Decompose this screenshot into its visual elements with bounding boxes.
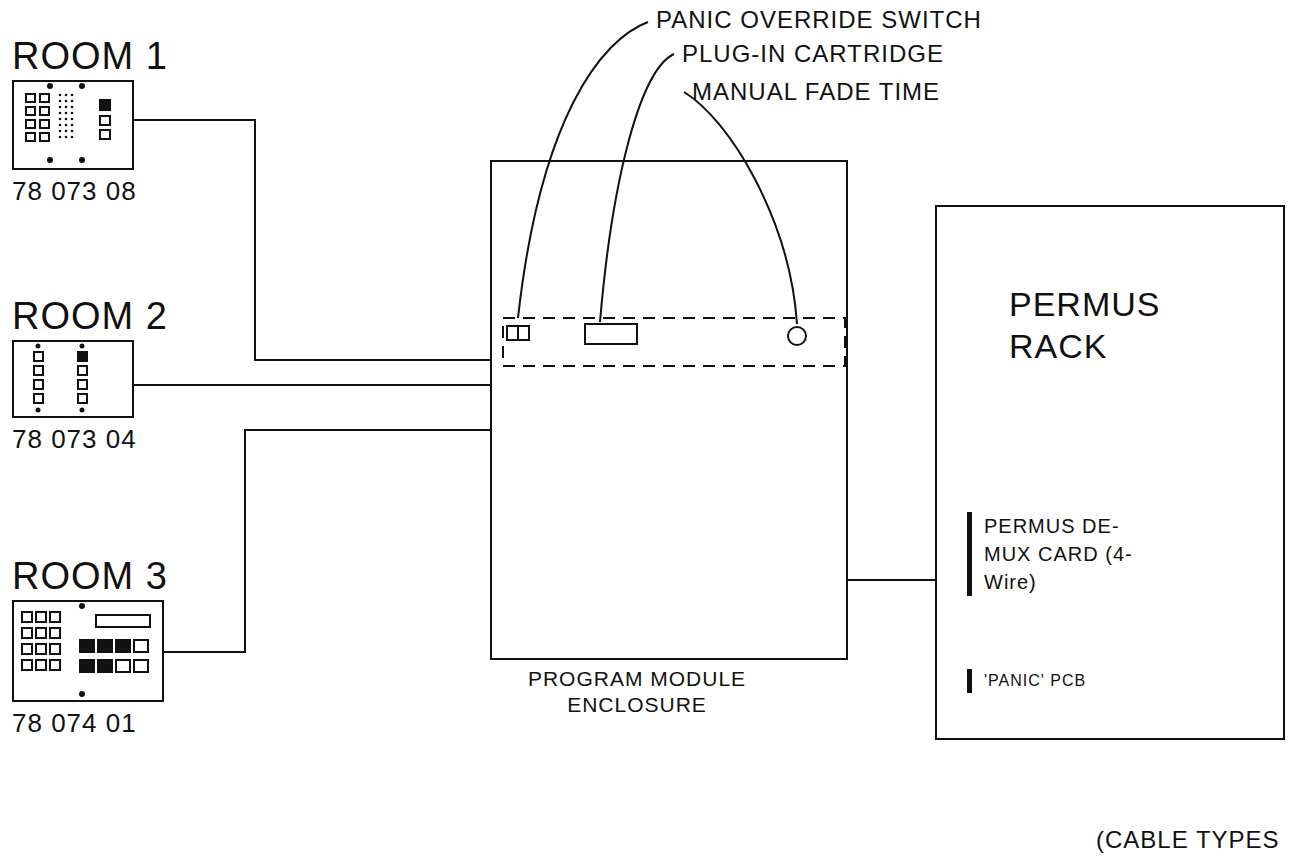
node-text: PROGRAM MODULE ENCLOSURE — [512, 666, 762, 718]
enclosure-box: PROGRAM MODULE ENCLOSURE — [490, 160, 848, 660]
cartridge-slot — [585, 324, 637, 344]
room-heading: ROOM 3 — [12, 555, 168, 598]
panic-switch — [507, 326, 529, 340]
rack-card: 'PANIC' PCB — [967, 669, 1164, 693]
node-text: PERMUS DE-MUX CARD (4-Wire) — [984, 512, 1164, 596]
keypad-panel: ROOM 178 073 08 — [12, 80, 134, 170]
room-heading: ROOM 2 — [12, 295, 168, 338]
keypad-panel: ROOM 378 074 01 — [12, 600, 164, 702]
cable-line — [848, 579, 935, 581]
node-text: PERMUS RACK — [1009, 283, 1209, 367]
keypad-panel: ROOM 278 073 04 — [12, 340, 134, 418]
control-panel — [503, 318, 845, 366]
cable-line — [134, 120, 490, 360]
node-text: 'PANIC' PCB — [984, 669, 1164, 693]
part-number: 78 073 04 — [12, 424, 137, 455]
keypad-illustration — [34, 345, 87, 412]
keypad-illustration — [22, 604, 150, 696]
callout-label: MANUAL FADE TIME — [692, 78, 940, 106]
part-number: 78 073 08 — [12, 176, 137, 207]
keypad-illustration — [26, 84, 110, 162]
note-label: (CABLE TYPES — [1096, 826, 1280, 854]
rack-card: PERMUS DE-MUX CARD (4-Wire) — [967, 512, 1164, 596]
callout-label: PANIC OVERRIDE SWITCH — [656, 6, 982, 34]
cable-line — [164, 430, 490, 652]
room-heading: ROOM 1 — [12, 35, 168, 78]
leader-lines — [518, 22, 797, 324]
callout-label: PLUG-IN CARTRIDGE — [682, 40, 944, 68]
fade-knob — [788, 327, 806, 345]
cable-line — [134, 384, 490, 386]
rack-box: PERMUS RACK PERMUS DE-MUX CARD (4-Wire) 'P… — [935, 205, 1285, 740]
part-number: 78 074 01 — [12, 708, 137, 739]
